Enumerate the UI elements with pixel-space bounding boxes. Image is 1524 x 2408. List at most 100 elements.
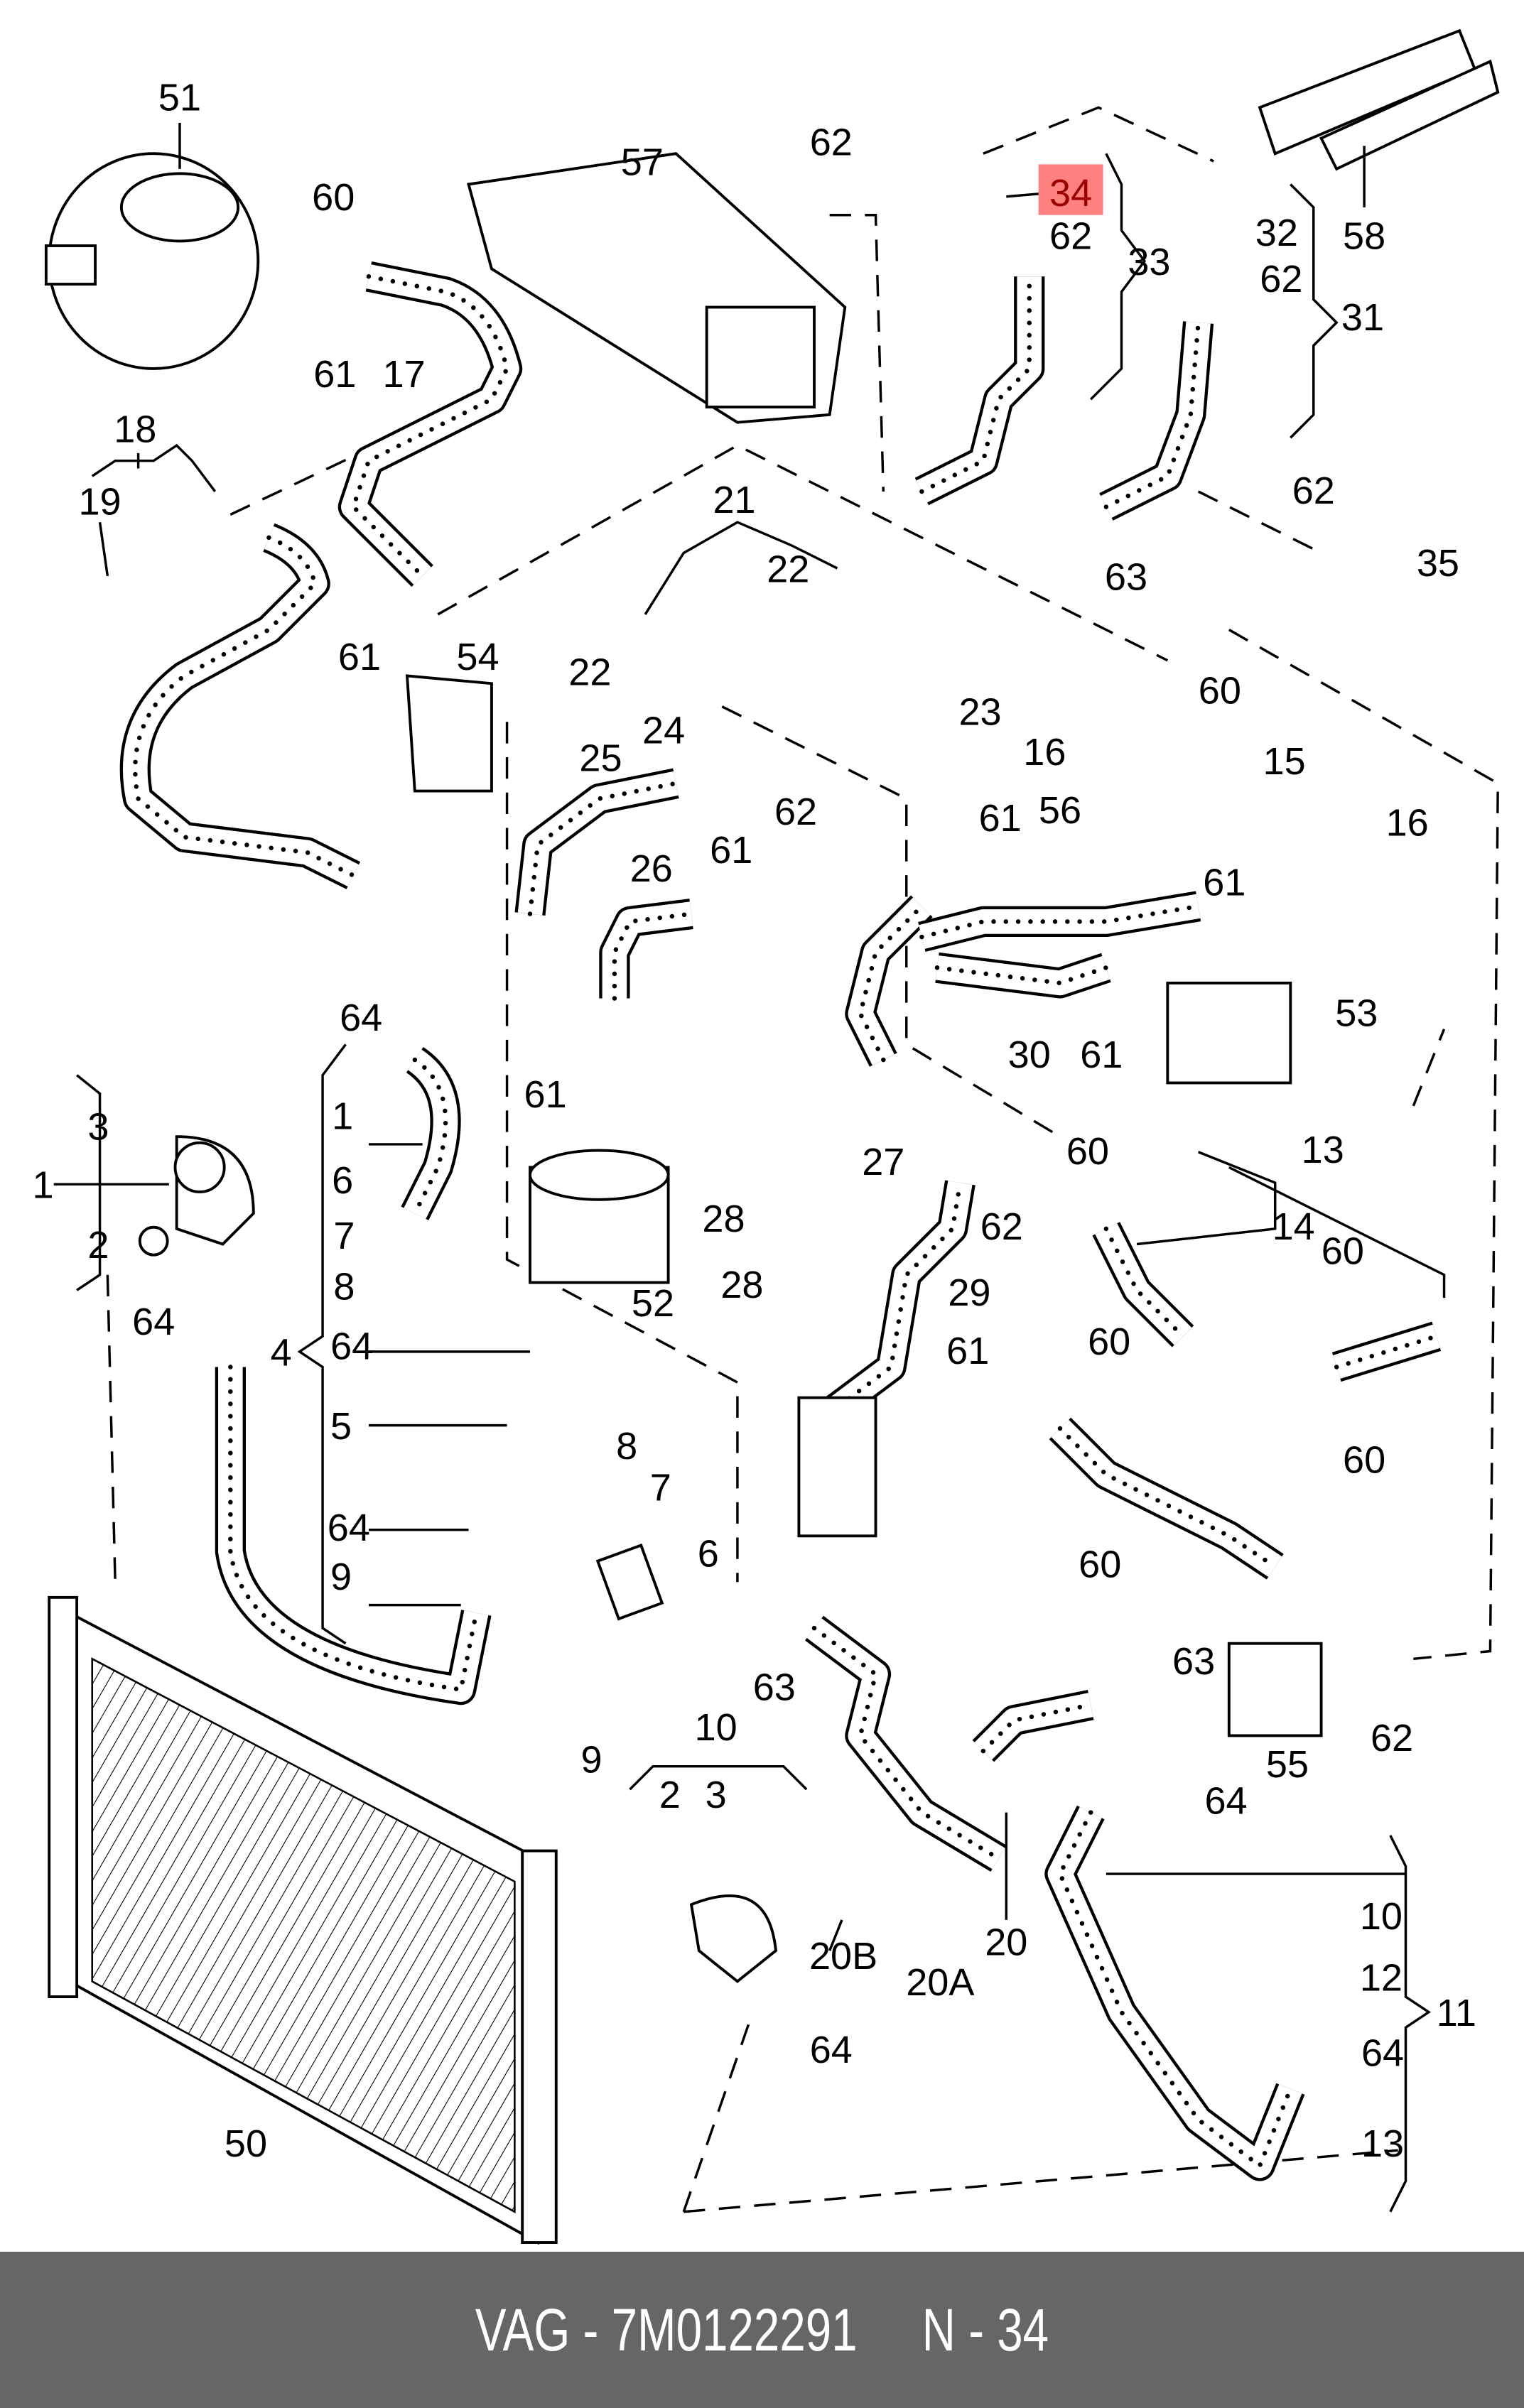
callout-label: 60: [1088, 1320, 1130, 1363]
callout-label: 64: [330, 1325, 373, 1368]
callout-label: 12: [1360, 1956, 1403, 1999]
callout-label: 10: [1360, 1895, 1403, 1938]
hose-5: [858, 904, 924, 1063]
callout-label: 51: [158, 77, 201, 119]
callout-label: 63: [1105, 555, 1147, 598]
callout-label: 20: [985, 1921, 1027, 1964]
callout-label: 62: [1260, 258, 1302, 300]
callout-label: 2: [87, 1224, 109, 1267]
callout-label: 18: [114, 408, 156, 451]
callout-label: 20A: [906, 1961, 974, 2004]
callout-label: 26: [630, 847, 673, 890]
callout-label: 64: [810, 2029, 853, 2071]
hose-14: [1057, 1426, 1277, 1569]
thermostat-housing: [1227, 1642, 1323, 1737]
callout-label: 61: [710, 829, 752, 872]
hose-7: [934, 965, 1109, 986]
callout-label: 9: [580, 1738, 602, 1781]
callout-label: 20B: [809, 1935, 877, 1978]
callout-label: 6: [332, 1159, 353, 1202]
callout-label: 11: [1437, 1992, 1476, 2034]
callout-label: 61: [313, 353, 356, 396]
callout-label: 54: [456, 636, 499, 678]
callout-label-highlighted: 34: [1049, 172, 1092, 215]
callout-label: 28: [702, 1198, 745, 1240]
callout-label: 31: [1341, 296, 1384, 339]
hose-11: [228, 1365, 479, 1692]
hose-3: [527, 781, 679, 916]
callout-label: 60: [1066, 1130, 1109, 1173]
parts: [44, 28, 1500, 1983]
hose-10: [412, 1057, 448, 1216]
callout-label: 64: [1204, 1780, 1247, 1823]
highlight-box: [1038, 164, 1103, 215]
callout-label: 5: [330, 1405, 352, 1448]
hose-18: [1044, 1805, 1305, 2181]
hoses: [119, 261, 1442, 2181]
callout-label: 61: [524, 1073, 567, 1116]
hose-8: [916, 276, 1042, 503]
callout-label: 63: [1172, 1640, 1215, 1683]
callout-label: 22: [767, 548, 809, 591]
callout-label: 8: [333, 1265, 355, 1308]
hose-13: [1103, 1226, 1186, 1339]
hose-2: [122, 526, 360, 887]
callout-label: 23: [958, 691, 1001, 734]
callout-label: 1: [332, 1095, 353, 1137]
callout-label: 53: [1335, 992, 1378, 1034]
callout-label: 61: [1080, 1034, 1123, 1076]
callout-label: 62: [980, 1205, 1023, 1248]
callout-label: 60: [1079, 1544, 1121, 1586]
callout-label: 62: [774, 791, 817, 833]
oil-cooler-53: [1166, 981, 1292, 1085]
callout-label: 16: [1386, 801, 1429, 844]
callout-label: 27: [862, 1141, 904, 1183]
callout-label: 28: [720, 1264, 763, 1306]
callout-label: 62: [810, 121, 853, 163]
callout-label: 55: [1266, 1743, 1309, 1786]
assembly-dashed-lines: [106, 106, 1499, 2213]
callout-label: 6: [698, 1533, 719, 1575]
callout-label: 64: [132, 1301, 175, 1343]
hose-1: [351, 273, 509, 579]
leader-lines: [53, 122, 1446, 2213]
callout-label: 64: [1361, 2032, 1404, 2074]
hose-4: [612, 911, 694, 1001]
callout-label: 29: [948, 1271, 990, 1314]
callout-label: 64: [340, 997, 382, 1039]
callout-label: 62: [1049, 215, 1092, 257]
callout-label: 60: [1343, 1439, 1385, 1482]
callout-label: 61: [338, 636, 381, 678]
hose-12: [827, 1180, 963, 1416]
callout-label: 13: [1361, 2122, 1404, 2165]
callout-label: 61: [946, 1330, 989, 1372]
part-number-caption: VAG - 7M0122291 N - 34: [475, 2296, 1049, 2363]
callout-label: 61: [979, 797, 1022, 840]
callout-label: 2: [659, 1774, 681, 1816]
callout-label: 64: [328, 1507, 370, 1549]
callout-label: 17: [383, 353, 426, 396]
hose-6: [919, 904, 1201, 940]
callout-label: 16: [1023, 731, 1066, 774]
footer-bar: VAG - 7M0122291 N - 34: [0, 2252, 1524, 2408]
callout-label: 56: [1039, 789, 1081, 832]
callout-label: 10: [695, 1706, 737, 1749]
hose-16: [806, 1618, 1005, 1870]
callout-label: 33: [1128, 241, 1170, 283]
callout-label: 19: [78, 480, 121, 523]
callout-label: 52: [632, 1282, 674, 1325]
radiator: [48, 1595, 558, 2245]
callout-label: 3: [87, 1105, 109, 1148]
callout-label: 57: [621, 141, 664, 184]
callout-label: 60: [1322, 1230, 1364, 1273]
callout-label: 50: [225, 2122, 267, 2165]
callout-label: 13: [1302, 1129, 1344, 1171]
callout-label: 14: [1272, 1205, 1315, 1248]
callout-label: 32: [1255, 212, 1298, 254]
callout-label: 15: [1263, 740, 1306, 783]
callout-label: 35: [1417, 542, 1459, 585]
hose-17: [980, 1702, 1093, 1754]
callout-label: 62: [1371, 1717, 1413, 1759]
